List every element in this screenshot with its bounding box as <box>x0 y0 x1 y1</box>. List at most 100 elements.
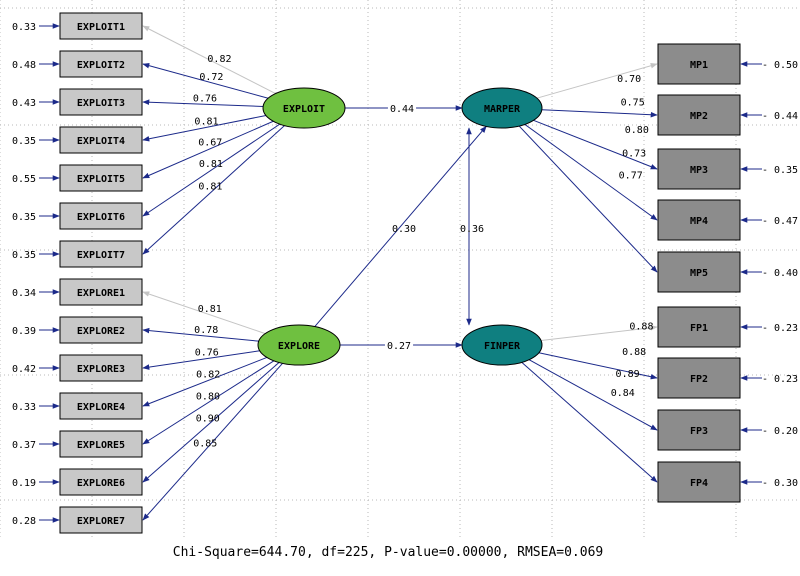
loading-label: 0.81 <box>198 181 222 192</box>
loading-label: 0.77 <box>619 170 643 181</box>
indicator-box <box>59 202 143 230</box>
background-grid <box>0 0 800 540</box>
loading-label: 0.72 <box>199 72 223 83</box>
loading-arrow <box>142 62 269 99</box>
error-variance-label: 0.42 <box>12 364 36 375</box>
indicator-label: EXPLOIT5 <box>77 174 125 185</box>
loading-arrow <box>533 119 658 170</box>
loading-arrow <box>142 115 267 142</box>
indicator-box <box>59 240 143 268</box>
loading-label: 0.88 <box>622 347 646 358</box>
indicator-label: EXPLOIT4 <box>77 136 125 147</box>
loading-label: 0.80 <box>196 391 220 402</box>
loading-label: 0.82 <box>207 54 231 65</box>
loading-label: 0.80 <box>625 125 649 136</box>
error-variance-label: 0.37 <box>12 440 36 451</box>
loading-label: 0.76 <box>193 93 217 104</box>
error-variance-label: 0.39 <box>12 326 36 337</box>
error-variance-label: 0.55 <box>12 174 36 185</box>
latent-variable-label: MARPER <box>484 104 521 115</box>
indicator-box <box>59 392 143 420</box>
latent-variable-label: FINPER <box>484 341 521 352</box>
indicator-label: MP4 <box>690 216 708 227</box>
error-variance-label: - 0.35 <box>762 165 798 176</box>
loading-arrow <box>142 123 281 217</box>
loading-label: 0.75 <box>621 97 645 108</box>
latent-variable <box>262 87 346 129</box>
loading-arrow <box>524 124 658 221</box>
error-variance-label: - 0.47 <box>762 216 798 227</box>
indicator-box <box>657 148 741 190</box>
indicator-label: EXPLOIT7 <box>77 250 125 261</box>
loading-arrow <box>142 356 268 407</box>
error-variance-label: 0.43 <box>12 98 36 109</box>
indicator-label: EXPLOIT2 <box>77 60 125 71</box>
loading-label: 0.84 <box>611 388 635 399</box>
loading-label: 0.76 <box>195 348 219 359</box>
error-variance-label: 0.19 <box>12 478 36 489</box>
fit-statistics: Chi-Square=644.70, df=225, P-value=0.000… <box>173 545 603 560</box>
loading-label: 0.67 <box>198 137 222 148</box>
loading-arrow <box>538 352 658 380</box>
indicator-box <box>59 468 143 496</box>
loading-arrow <box>142 327 259 342</box>
loading-arrow <box>518 125 658 273</box>
indicator-label: EXPLORE6 <box>77 478 125 489</box>
error-variance-label: 0.35 <box>12 136 36 147</box>
latent-variable <box>257 324 341 366</box>
path-coefficient-label: 0.44 <box>390 104 414 115</box>
error-variance-label: 0.33 <box>12 402 36 413</box>
loading-arrow <box>540 324 658 341</box>
loading-arrow <box>142 291 266 335</box>
error-variance-label: 0.35 <box>12 250 36 261</box>
indicator-box <box>657 199 741 241</box>
indicator-box <box>657 43 741 85</box>
indicator-box <box>59 88 143 116</box>
path-coefficient-label: 0.27 <box>387 341 411 352</box>
error-variance-label: - 0.20 <box>762 426 798 437</box>
indicator-label: EXPLORE1 <box>77 288 125 299</box>
latent-variable-label: EXPLOIT <box>283 104 325 115</box>
indicator-box <box>59 506 143 534</box>
loading-label: 0.88 <box>629 321 653 332</box>
indicator-box <box>59 126 143 154</box>
indicator-box <box>59 316 143 344</box>
loading-arrow <box>142 125 285 255</box>
indicator-box <box>657 409 741 451</box>
loading-label: 0.82 <box>196 369 220 380</box>
indicator-box <box>59 12 143 40</box>
loading-arrow <box>142 362 283 521</box>
loading-arrow <box>142 99 264 107</box>
indicator-label: EXPLORE5 <box>77 440 125 451</box>
indicator-label: MP2 <box>690 111 708 122</box>
error-variance-label: - 0.40 <box>762 268 798 279</box>
loading-arrow <box>142 360 275 445</box>
loading-label: 0.78 <box>194 325 218 336</box>
indicator-box <box>59 50 143 78</box>
loading-label: 0.81 <box>194 116 218 127</box>
error-variance-label: - 0.23 <box>762 374 798 385</box>
structural-path-arrow <box>314 125 487 327</box>
error-variance-label: 0.48 <box>12 60 36 71</box>
indicator-box <box>59 430 143 458</box>
indicator-box <box>657 306 741 348</box>
error-variance-label: - 0.23 <box>762 323 798 334</box>
path-coefficient-label: 0.36 <box>460 224 484 235</box>
error-variance-label: 0.33 <box>12 22 36 33</box>
error-variance-label: - 0.50 <box>762 60 798 71</box>
error-variance-label: - 0.30 <box>762 478 798 489</box>
latent-variable <box>461 87 543 129</box>
indicator-label: FP4 <box>690 478 708 489</box>
indicator-label: EXPLOIT1 <box>77 22 125 33</box>
indicator-box <box>657 357 741 399</box>
indicator-label: MP5 <box>690 268 708 279</box>
indicator-label: FP2 <box>690 374 708 385</box>
loading-label: 0.70 <box>617 74 641 85</box>
loading-arrow <box>521 362 658 483</box>
loading-label: 0.85 <box>193 438 217 449</box>
indicator-box <box>657 251 741 293</box>
indicator-label: FP3 <box>690 426 708 437</box>
loading-arrow <box>142 25 276 95</box>
coefficient-labels: 0.82 0.33 0.72 0.48 0.76 0.43 0.81 0.35 0.67 0.55… <box>12 22 798 527</box>
indicator-box <box>59 354 143 382</box>
